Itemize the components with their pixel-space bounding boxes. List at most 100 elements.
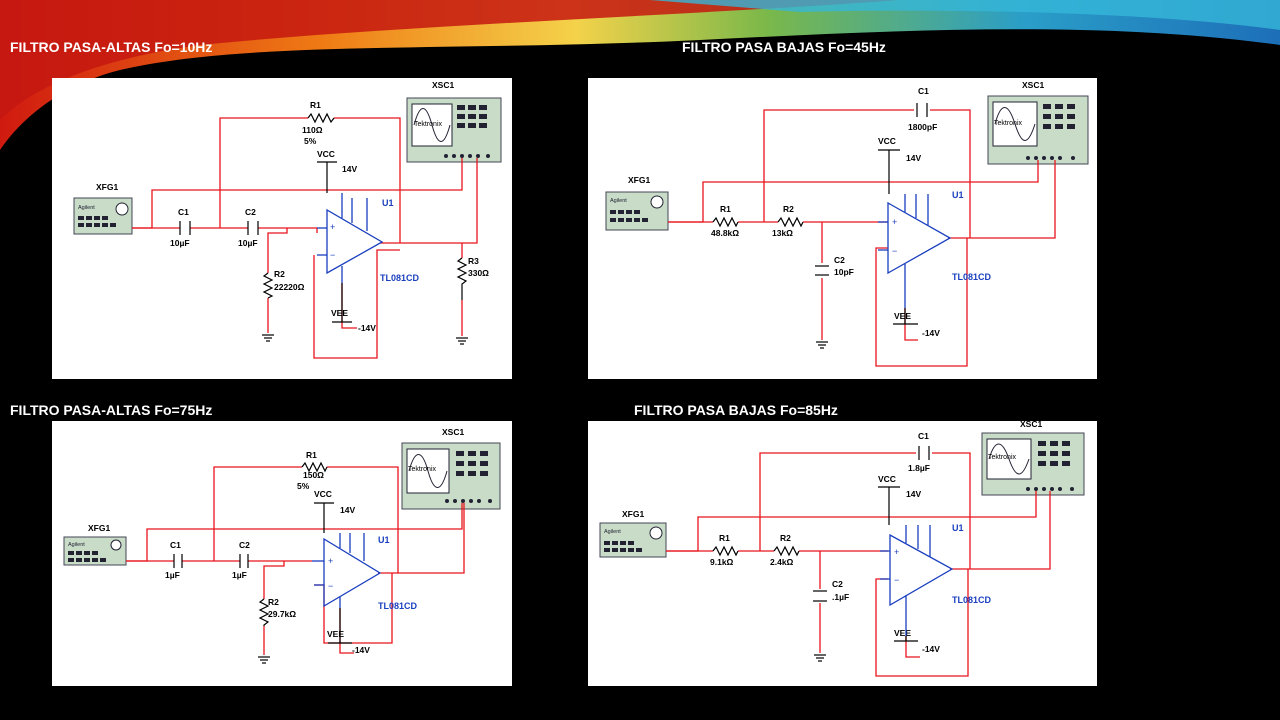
r3-label: R3 — [468, 256, 479, 266]
c1-value: 1µF — [165, 570, 180, 580]
c2-label: C2 — [832, 579, 843, 589]
c2-value: 10pF — [834, 267, 854, 277]
svg-text:+: + — [328, 556, 333, 566]
opamp-part: TL081CD — [378, 601, 418, 611]
r2-value: 2.4kΩ — [770, 557, 794, 567]
opamp-label: U1 — [378, 535, 390, 545]
r1-value: 150Ω — [303, 470, 324, 480]
oscilloscope-brand: Tektronix — [988, 454, 1017, 461]
vcc-label: VCC — [317, 149, 335, 159]
c2-value: .1µF — [832, 592, 849, 602]
c1-value: 1.8µF — [908, 463, 930, 473]
schematic-lowpass-85hz: XFG1 Agilent XSC1 Tektronix R1 9.1kΩ R2 … — [588, 421, 1097, 686]
title-highpass-75hz: FILTRO PASA-ALTAS Fo=75Hz — [10, 402, 213, 418]
vee-label: VEE — [327, 629, 344, 639]
svg-text:−: − — [892, 246, 897, 256]
opamp-part: TL081CD — [952, 595, 992, 605]
title-highpass-10hz: FILTRO PASA-ALTAS Fo=10Hz — [10, 39, 213, 55]
vcc-value: 14V — [906, 489, 921, 499]
opamp-symbol: + − — [312, 533, 382, 608]
ground-icon — [258, 656, 270, 664]
r1-label: R1 — [310, 100, 321, 110]
opamp-label: U1 — [382, 198, 394, 208]
schematic-lowpass-45hz: XFG1 Agilent XSC1 Tektronix R1 48.8kΩ R2… — [588, 78, 1097, 379]
function-generator-brand: Agilent — [68, 542, 85, 548]
opamp-symbol: + − — [317, 193, 384, 283]
oscilloscope-label: XSC1 — [1020, 421, 1042, 429]
r1-value: 48.8kΩ — [711, 228, 739, 238]
r3-value: 330Ω — [468, 268, 489, 278]
oscilloscope: XSC1 Tektronix — [981, 421, 1085, 496]
opamp-label: U1 — [952, 523, 964, 533]
vcc-value: 14V — [340, 505, 355, 515]
r2-value: 13kΩ — [772, 228, 793, 238]
oscilloscope-brand: Tektronix — [408, 466, 437, 473]
svg-text:+: + — [330, 222, 335, 232]
svg-text:+: + — [894, 547, 899, 557]
function-generator-brand: Agilent — [610, 198, 627, 204]
svg-text:+: + — [892, 217, 897, 227]
r2-label: R2 — [780, 533, 791, 543]
opamp-part: TL081CD — [380, 273, 420, 283]
function-generator: XFG1 Agilent — [63, 523, 127, 566]
c2-label: C2 — [245, 207, 256, 217]
ground-icon — [816, 341, 828, 349]
schematic-highpass-10hz: XFG1 Agilent XSC1 Tektronix C1 10µF C2 1… — [52, 78, 512, 379]
function-generator-brand: Agilent — [604, 529, 621, 535]
oscilloscope-label: XSC1 — [432, 80, 454, 90]
r2-value: 22220Ω — [274, 282, 305, 292]
svg-text:−: − — [894, 575, 899, 585]
ground-icon — [262, 334, 274, 342]
c2-label: C2 — [239, 540, 250, 550]
title-lowpass-85hz: FILTRO PASA BAJAS Fo=85Hz — [634, 402, 838, 418]
function-generator-label: XFG1 — [628, 175, 650, 185]
oscilloscope-label: XSC1 — [442, 427, 464, 437]
r1-label: R1 — [720, 204, 731, 214]
title-lowpass-45hz: FILTRO PASA BAJAS Fo=45Hz — [682, 39, 886, 55]
c1-value: 10µF — [170, 238, 190, 248]
oscilloscope: XSC1 Tektronix — [987, 80, 1089, 165]
function-generator: XFG1 Agilent — [599, 509, 667, 558]
c2-value: 1µF — [232, 570, 247, 580]
vcc-label: VCC — [314, 489, 332, 499]
r2-value: 29.7kΩ — [268, 609, 296, 619]
schematic-highpass-75hz: XFG1 Agilent XSC1 Tektronix C1 1µF C2 1µ… — [52, 421, 512, 686]
opamp-part: TL081CD — [952, 272, 992, 282]
decorative-banner — [0, 0, 1280, 150]
opamp-label: U1 — [952, 190, 964, 200]
r2-label: R2 — [274, 269, 285, 279]
c1-label: C1 — [918, 86, 929, 96]
svg-text:−: − — [328, 581, 333, 591]
vee-label: VEE — [894, 628, 911, 638]
opamp-symbol: + − — [880, 525, 954, 636]
svg-text:−: − — [330, 250, 335, 260]
vee-value: -14V — [352, 645, 370, 655]
function-generator-brand: Agilent — [78, 205, 95, 211]
c1-value: 1800pF — [908, 122, 937, 132]
function-generator: XFG1 Agilent — [605, 175, 669, 231]
c2-label: C2 — [834, 255, 845, 265]
r1-tolerance: 5% — [297, 481, 310, 491]
c1-label: C1 — [178, 207, 189, 217]
c1-label: C1 — [918, 431, 929, 441]
oscilloscope-label: XSC1 — [1022, 80, 1044, 90]
vcc-value: 14V — [906, 153, 921, 163]
function-generator-label: XFG1 — [622, 509, 644, 519]
opamp-symbol: + − — [878, 194, 952, 308]
function-generator-label: XFG1 — [96, 182, 118, 192]
oscilloscope-brand: Tektronix — [414, 121, 443, 128]
vee-value: -14V — [358, 323, 376, 333]
vee-label: VEE — [331, 308, 348, 318]
vcc-label: VCC — [878, 136, 896, 146]
vee-value: -14V — [922, 328, 940, 338]
oscilloscope: XSC1 Tektronix — [401, 427, 501, 510]
r1-label: R1 — [306, 450, 317, 460]
vee-value: -14V — [922, 644, 940, 654]
r2-label: R2 — [783, 204, 794, 214]
c1-label: C1 — [170, 540, 181, 550]
vcc-value: 14V — [342, 164, 357, 174]
function-generator-label: XFG1 — [88, 523, 110, 533]
oscilloscope: XSC1 Tektronix — [406, 80, 502, 163]
r1-value: 110Ω — [302, 125, 323, 135]
r1-value: 9.1kΩ — [710, 557, 734, 567]
